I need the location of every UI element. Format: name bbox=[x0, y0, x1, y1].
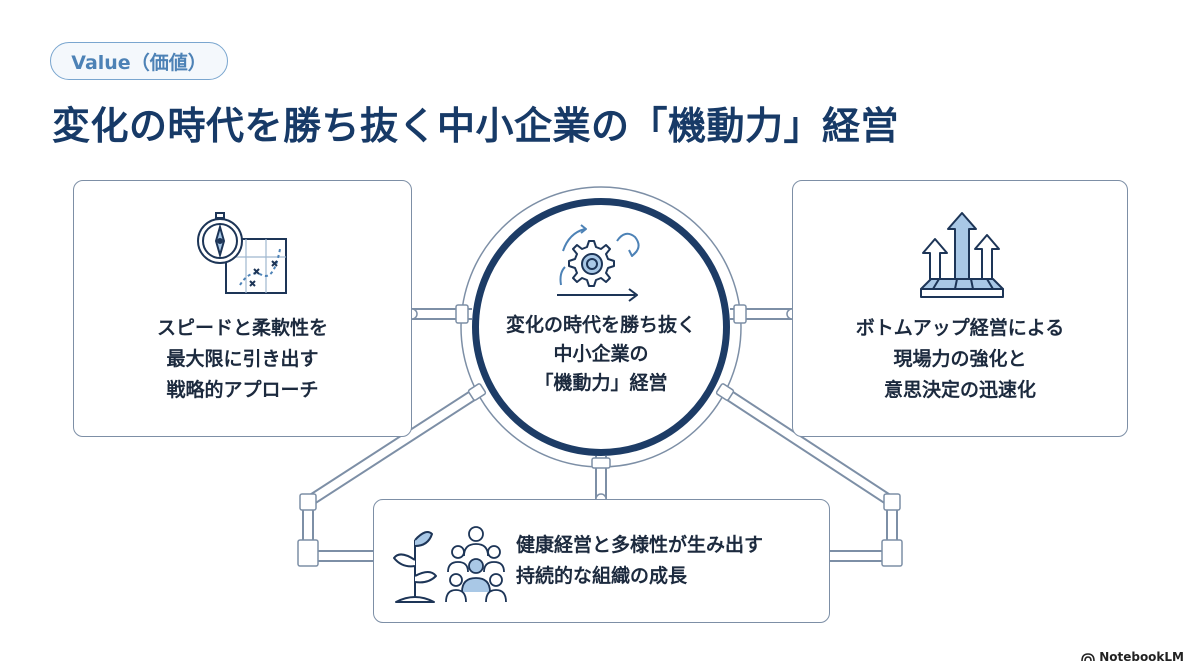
left-card-text: スピードと柔軟性を 最大限に引き出す 戦略的アプローチ bbox=[74, 313, 411, 406]
right-card-line-3: 意思決定の迅速化 bbox=[883, 379, 1036, 401]
people-group-icon bbox=[445, 526, 507, 603]
bottom-card-text: 健康経営と多様性が生み出す 持続的な組織の成長 bbox=[516, 530, 763, 592]
right-card-line-2: 現場力の強化と bbox=[893, 348, 1027, 370]
bottom-card-line-2: 持続的な組織の成長 bbox=[516, 565, 688, 587]
center-line-3: 「機動力」経営 bbox=[534, 372, 668, 394]
value-tag-label: Value（価値） bbox=[71, 51, 207, 74]
left-card-line-2: 最大限に引き出す bbox=[166, 348, 319, 370]
right-card: ボトムアップ経営による 現場力の強化と 意思決定の迅速化 bbox=[792, 180, 1128, 437]
center-line-1: 変化の時代を勝ち抜く bbox=[505, 314, 696, 336]
center-line-2: 中小企業の bbox=[553, 343, 649, 365]
bottom-card-line-1: 健康経営と多様性が生み出す bbox=[516, 534, 764, 556]
upward-arrows-icon bbox=[920, 212, 1004, 298]
plant-sprout-icon bbox=[393, 531, 437, 603]
value-tag: Value（価値） bbox=[50, 42, 228, 80]
left-card: スピードと柔軟性を 最大限に引き出す 戦略的アプローチ bbox=[73, 180, 412, 437]
right-card-text: ボトムアップ経営による 現場力の強化と 意思決定の迅速化 bbox=[793, 313, 1127, 406]
notebooklm-brand: NotebookLM bbox=[1081, 650, 1184, 664]
page-title: 変化の時代を勝ち抜く中小企業の「機動力」経営 bbox=[52, 104, 900, 148]
gear-with-cycle-arrows-icon bbox=[557, 224, 640, 302]
bottom-card: 健康経営と多様性が生み出す 持続的な組織の成長 bbox=[373, 499, 830, 623]
center-hub: 変化の時代を勝ち抜く 中小企業の 「機動力」経営 bbox=[472, 198, 730, 456]
notebooklm-logo-icon bbox=[1081, 653, 1095, 662]
right-card-line-1: ボトムアップ経営による bbox=[855, 317, 1065, 339]
brand-label: NotebookLM bbox=[1099, 650, 1184, 664]
center-text: 変化の時代を勝ち抜く 中小企業の 「機動力」経営 bbox=[479, 311, 723, 398]
compass-and-map-icon bbox=[197, 212, 287, 294]
left-card-line-3: 戦略的アプローチ bbox=[166, 379, 319, 401]
left-card-line-1: スピードと柔軟性を bbox=[156, 317, 328, 339]
